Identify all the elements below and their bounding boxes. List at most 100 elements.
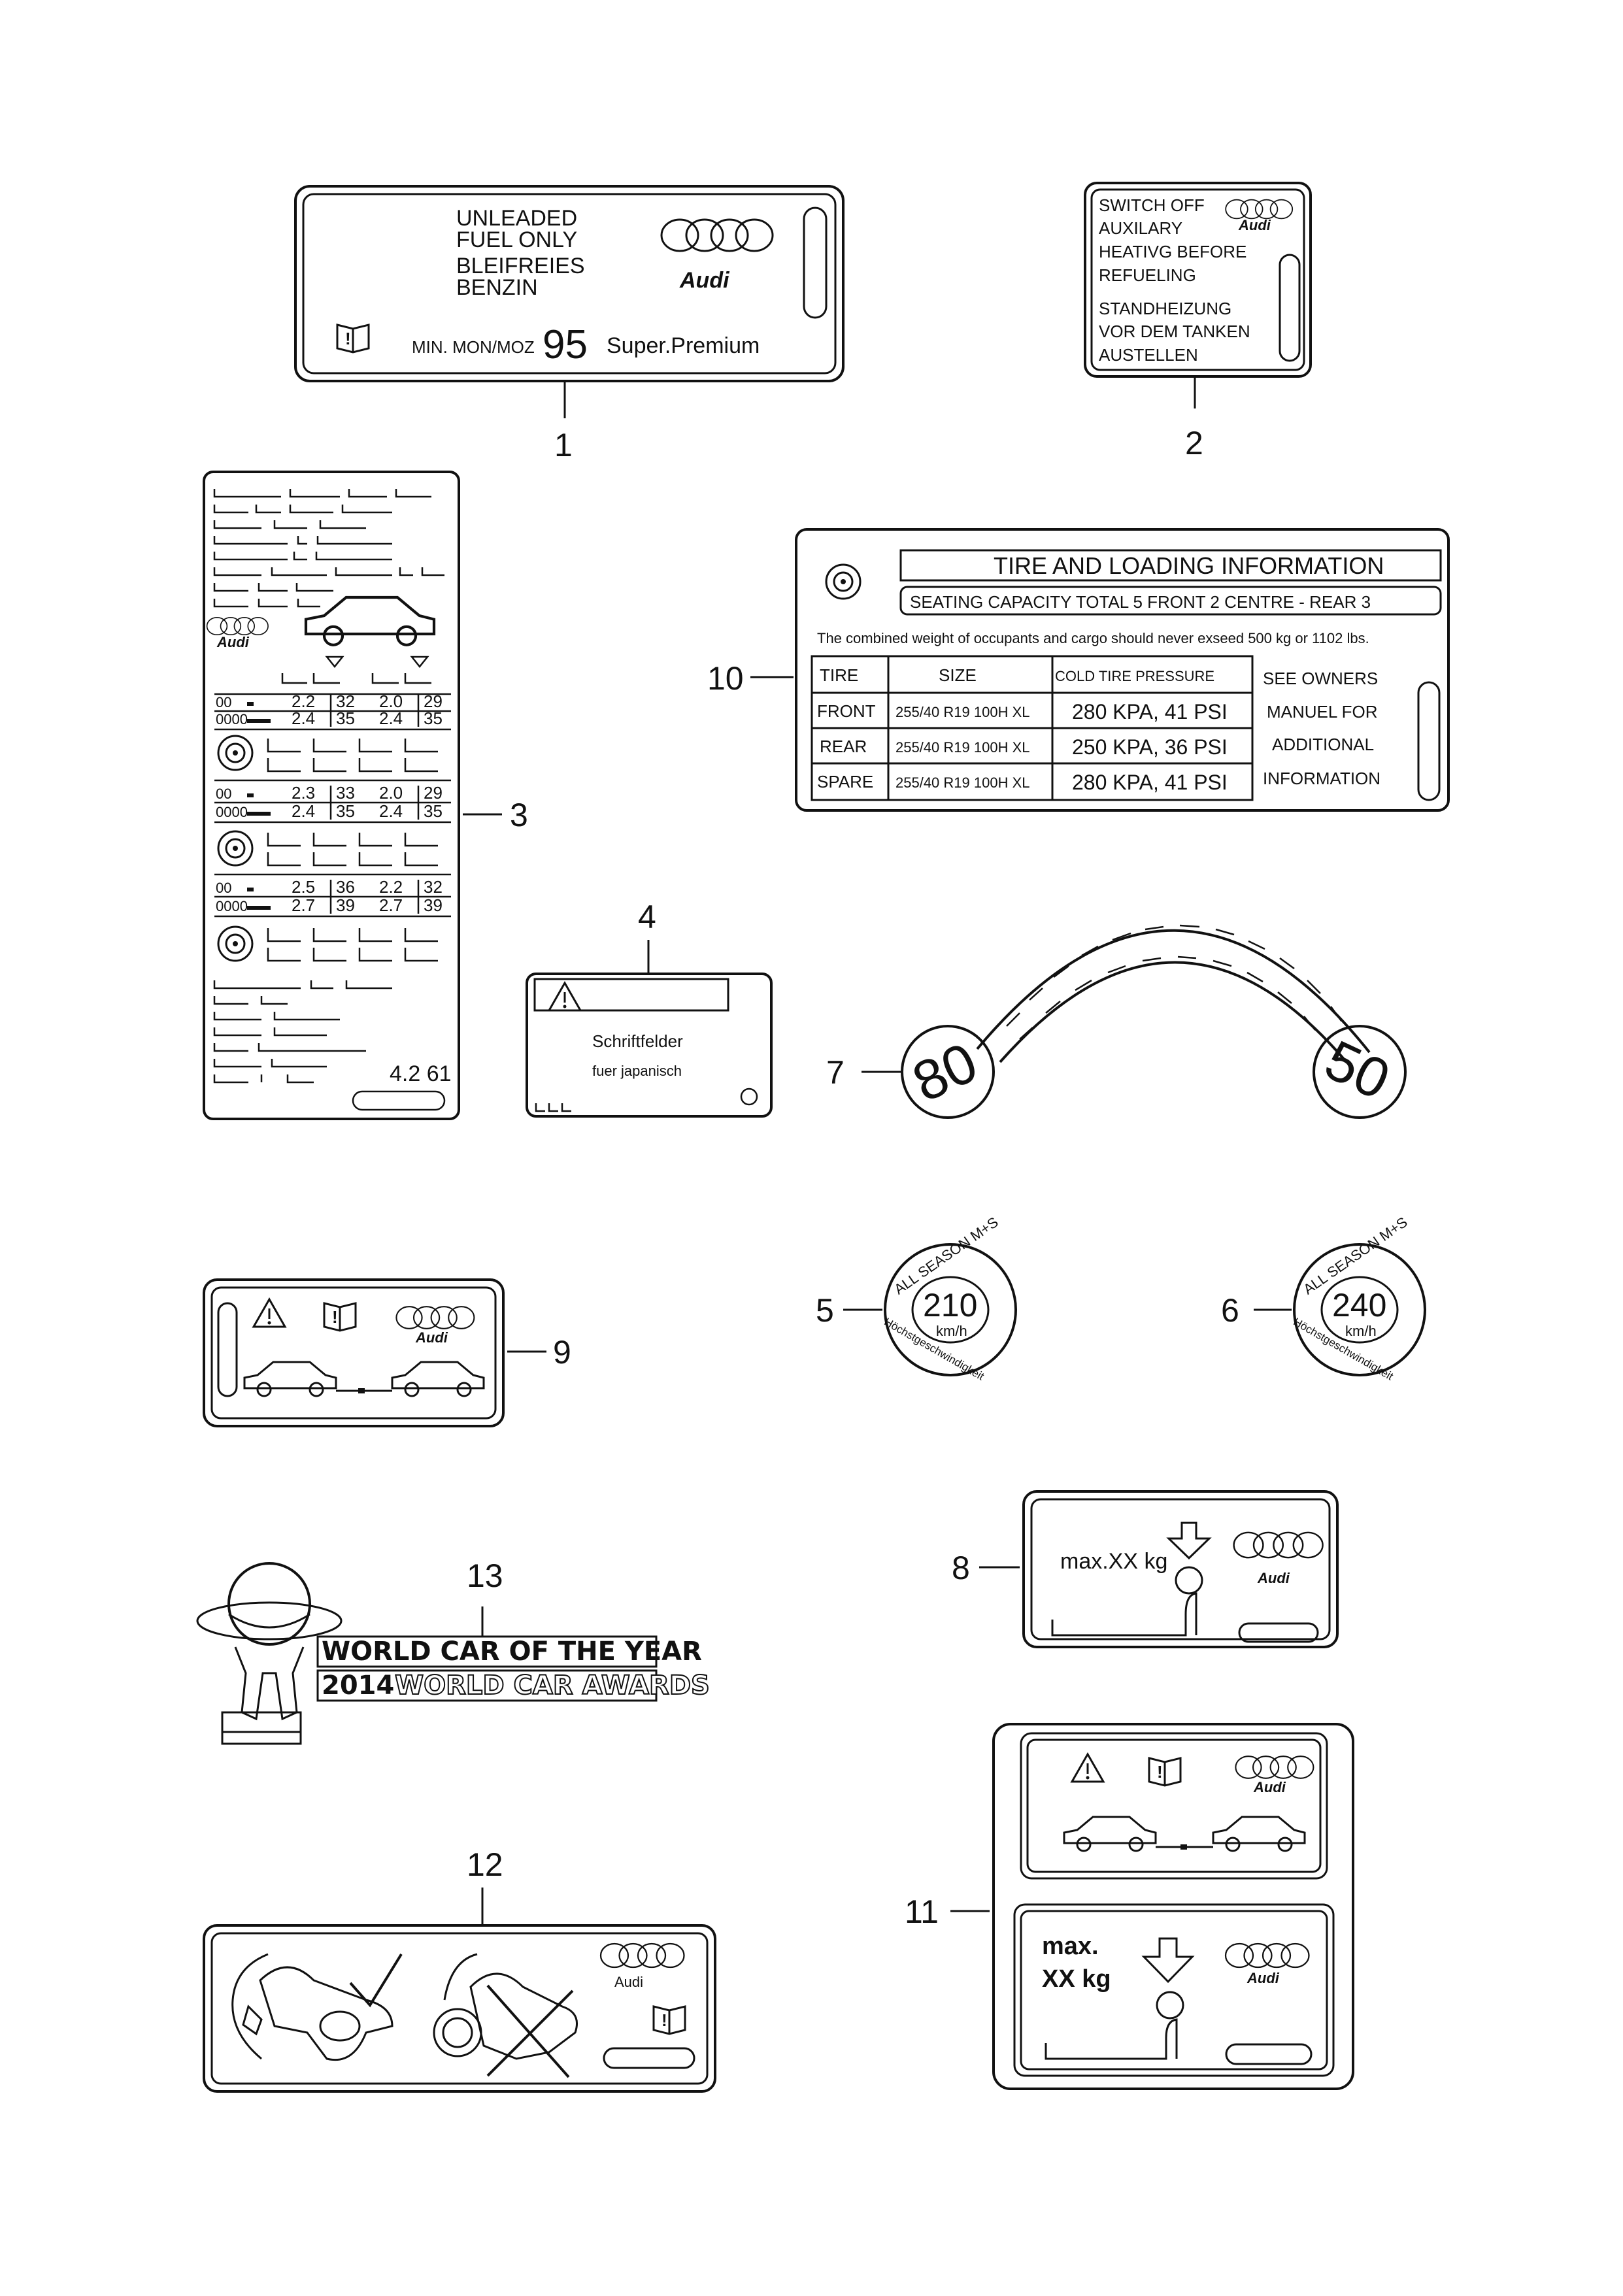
japanese-label-line: fuer japanisch: [592, 1063, 682, 1079]
tire-row-size: 255/40 R19 100H XL: [895, 704, 1030, 720]
audi-wordmark: Audi: [1253, 1779, 1286, 1795]
max-load-line1: max.: [1042, 1933, 1099, 1960]
heater-label-line: VOR DEM TANKEN: [1099, 322, 1250, 341]
dash-marks: [358, 946, 439, 962]
audi-wordmark: Audi: [614, 1974, 643, 1990]
fuel-label-line: UNLEADED: [456, 206, 577, 231]
down-arrow-icon: [1141, 1937, 1195, 1984]
svg-text:0000: 0000: [216, 804, 248, 820]
dash-marks: [358, 831, 439, 847]
dash-marks: [267, 831, 348, 847]
fuel-label-line: BENZIN: [456, 275, 538, 300]
max-speed-value: 210: [923, 1287, 977, 1323]
pressure-value: 36: [336, 877, 355, 897]
pressure-value: 2.4: [379, 708, 403, 728]
callout-13: 13: [467, 1557, 503, 1594]
pressure-value: 29: [424, 783, 443, 803]
manual-book-icon: [1148, 1757, 1182, 1787]
pressure-value: 29: [424, 691, 443, 711]
see-owners-line: INFORMATION: [1263, 769, 1380, 788]
pressure-value: 39: [424, 895, 443, 915]
audi-wordmark: Audi: [1257, 1570, 1290, 1586]
dash-marks: [267, 737, 348, 753]
pressure-value: 35: [424, 708, 443, 728]
see-owners-line: MANUEL FOR: [1267, 702, 1378, 722]
heater-label-line: AUXILARY: [1099, 218, 1182, 238]
pressure-block-3: 00 2.5 36 2.2 32 0000 2.7 39 2.7 39: [214, 877, 451, 962]
pressure-value: 32: [424, 877, 443, 897]
tire-row-position: FRONT: [817, 701, 876, 721]
warning-icon: [252, 1298, 286, 1328]
heater-label-line: HEATIVG BEFORE: [1099, 242, 1247, 261]
combined-weight-note: The combined weight of occupants and car…: [817, 630, 1369, 646]
pressure-value: 32: [336, 691, 355, 711]
heater-label-2: SWITCH OFF AUXILARY HEATIVG BEFORE REFUE…: [1084, 182, 1312, 378]
pressure-block-1: 00 2.2 32 2.0 29 0000 2.4 35 2.4 35: [214, 691, 451, 782]
tire-row-size: 255/40 R19 100H XL: [895, 739, 1030, 756]
combined-tow-label-11: Audi max. XX kg Audi: [992, 1723, 1354, 2090]
callout-9: 9: [553, 1334, 571, 1371]
heater-label-line: AUSTELLEN: [1099, 345, 1198, 365]
audi-rings-icon: [1225, 199, 1294, 220]
seating-capacity: SEATING CAPACITY TOTAL 5 FRONT 2 CENTRE …: [910, 592, 1371, 612]
speed-unit: km/h: [1345, 1323, 1377, 1339]
audi-wordmark: Audi: [415, 1329, 448, 1346]
callout-10: 10: [707, 660, 744, 697]
tire-pressure-label-3: Audi 00 2.2 32 2.0 29 0000 2.4 35 2.4 35: [203, 471, 460, 1120]
tire-row-size: 255/40 R19 100H XL: [895, 774, 1030, 791]
towing-label-9: Audi: [203, 1278, 505, 1427]
pressure-value: 35: [336, 708, 355, 728]
max-load-line2: XX kg: [1042, 1965, 1111, 1993]
pressure-value: 2.0: [379, 691, 403, 711]
tire-icon: [217, 735, 254, 771]
warning-icon: [548, 982, 582, 1012]
fuel-nozzle-label-12: Audi: [203, 1924, 716, 2093]
label-code: 4.2 61: [390, 1061, 452, 1086]
pressure-value: 2.4: [292, 801, 315, 821]
pressure-value: 2.7: [292, 895, 315, 915]
callout-12: 12: [467, 1846, 503, 1883]
audi-wordmark: Audi: [216, 634, 250, 650]
audi-rings-icon: [206, 616, 269, 636]
manual-book-icon: [323, 1302, 357, 1332]
all-season-text: ALL SEASON M+S: [1300, 1214, 1410, 1297]
manual-book-icon: [336, 324, 370, 354]
svg-text:00: 00: [216, 880, 231, 896]
svg-text:00: 00: [216, 694, 231, 710]
warning-icon: [1071, 1753, 1105, 1783]
tire-icon: [217, 830, 254, 867]
car-side-icon: [306, 597, 434, 645]
audi-rings-icon: [1233, 1531, 1324, 1559]
heater-label-line: STANDHEIZUNG: [1099, 299, 1231, 318]
pressure-value: 33: [336, 783, 355, 803]
pressure-value: 2.4: [379, 801, 403, 821]
tow-ball-icon: [1175, 1566, 1203, 1595]
tow-ball-icon: [1156, 1991, 1184, 2020]
all-season-text: ALL SEASON M+S: [891, 1214, 1001, 1297]
car-side-icon: [391, 1361, 485, 1397]
tire-row-pressure: 280 KPA, 41 PSI: [1072, 771, 1228, 794]
heater-label-line: REFUELING: [1099, 265, 1196, 285]
callout-6: 6: [1221, 1292, 1239, 1329]
callout-7: 7: [826, 1054, 845, 1091]
svg-text:00: 00: [216, 786, 231, 802]
dash-marks: [267, 946, 348, 962]
speed-arch-label-7: 80 50: [901, 924, 1407, 1119]
award-year: 2014: [322, 1671, 394, 1701]
octane-number: 95: [543, 322, 588, 367]
pressure-value: 2.2: [379, 877, 403, 897]
pressure-value: 2.0: [379, 783, 403, 803]
dash-marks: [358, 927, 439, 942]
pressure-value: 39: [336, 895, 355, 915]
manual-book-icon: [652, 2005, 686, 2035]
dash-marks: [358, 851, 439, 867]
pressure-value: 35: [424, 801, 443, 821]
callout-3: 3: [510, 797, 528, 833]
pressure-value: 35: [336, 801, 355, 821]
tire-loading-label-10: TIRE AND LOADING INFORMATION SEATING CAP…: [795, 528, 1450, 812]
audi-rings-icon: [660, 218, 774, 252]
min-octane-label: MIN. MON/MOZ: [412, 337, 535, 357]
max-speed-value: 240: [1332, 1287, 1386, 1323]
callout-5: 5: [816, 1292, 834, 1329]
correct-nozzle-icon: [231, 1953, 403, 2061]
